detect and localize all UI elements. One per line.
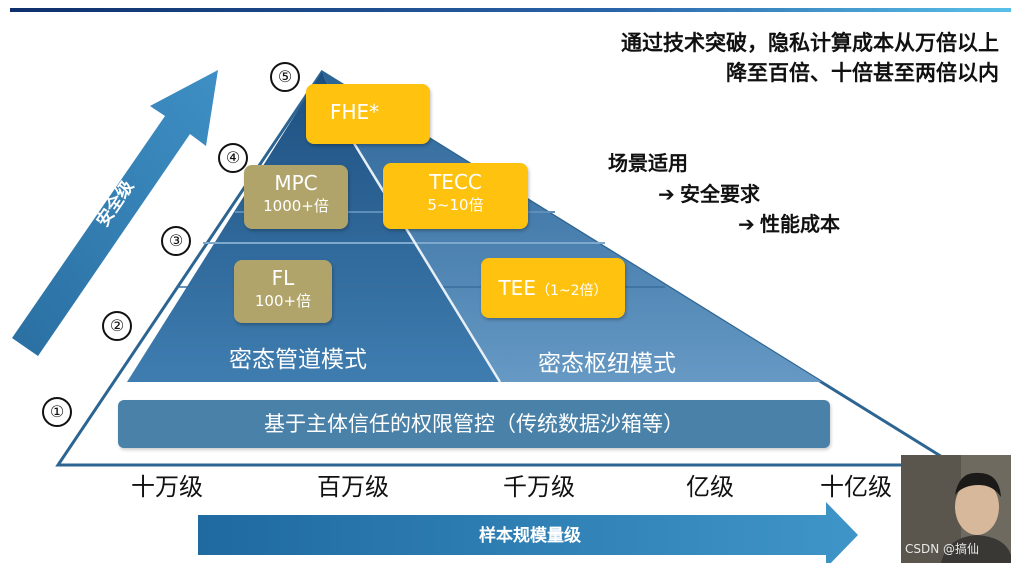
fhe-label: FHE*: [330, 100, 380, 124]
scenario-item-security: ➔安全要求: [658, 178, 760, 207]
fl-name: FL: [271, 266, 295, 290]
tee-label: TEE（1~2倍）: [481, 258, 625, 321]
tecc-name: TECC: [429, 170, 482, 194]
arrow-right-icon: ➔: [738, 212, 755, 236]
pipeline-mode-label: 密态管道模式: [229, 347, 367, 373]
security-arrow: [12, 70, 218, 356]
step-marker-5: ⑤: [270, 62, 300, 92]
scenario-item-performance: ➔性能成本: [738, 208, 840, 237]
headline-line-1: 通过技术突破，隐私计算成本从万倍以上: [621, 31, 999, 55]
hub-mode-label: 密态枢纽模式: [538, 351, 676, 377]
step-marker-4: ④: [218, 143, 248, 173]
fhe-tag: FHE*: [306, 84, 430, 144]
tee-cost: （1~2倍）: [535, 283, 608, 299]
tecc-tag: TECC 5~10倍: [383, 163, 528, 229]
mode-divider: [350, 139, 502, 383]
scale-label-4: 亿级: [686, 473, 734, 501]
scenario-item-label: 安全要求: [680, 182, 760, 206]
tee-tag: TEE（1~2倍）: [481, 258, 625, 318]
scale-label-2: 百万级: [317, 473, 389, 501]
mpc-tag: MPC 1000+倍: [244, 165, 348, 229]
step-marker-1: ①: [42, 397, 72, 427]
pyramid-right-region: [322, 72, 822, 382]
mpc-cost: 1000+倍: [263, 197, 329, 215]
watermark: CSDN @搞仙: [905, 542, 980, 556]
scale-label-1: 十万级: [131, 473, 203, 501]
tee-name: TEE: [498, 276, 536, 300]
tecc-cost: 5~10倍: [427, 196, 484, 214]
presenter-avatar: [901, 455, 1011, 563]
scale-label-5: 十亿级: [820, 473, 892, 501]
webcam-overlay: CSDN @搞仙: [901, 455, 1011, 563]
step-marker-3: ③: [161, 226, 191, 256]
base-layer-box: 基于主体信任的权限管控（传统数据沙箱等）: [118, 400, 830, 448]
scale-label-3: 千万级: [503, 473, 575, 501]
scenario-title: 场景适用: [608, 151, 688, 175]
headline: 通过技术突破，隐私计算成本从万倍以上 降至百倍、十倍甚至两倍以内: [479, 28, 999, 88]
fl-tag: FL 100+倍: [234, 260, 332, 323]
arrow-right-icon: ➔: [658, 182, 675, 206]
fl-cost: 100+倍: [254, 292, 312, 310]
scale-arrow: [198, 502, 858, 563]
top-accent-bar: [10, 8, 1011, 12]
headline-line-2: 降至百倍、十倍甚至两倍以内: [726, 61, 999, 85]
sample-scale-label: 样本规模量级: [479, 526, 581, 546]
step-marker-2: ②: [102, 311, 132, 341]
scenario-item-label: 性能成本: [760, 212, 840, 236]
mpc-name: MPC: [274, 171, 318, 195]
